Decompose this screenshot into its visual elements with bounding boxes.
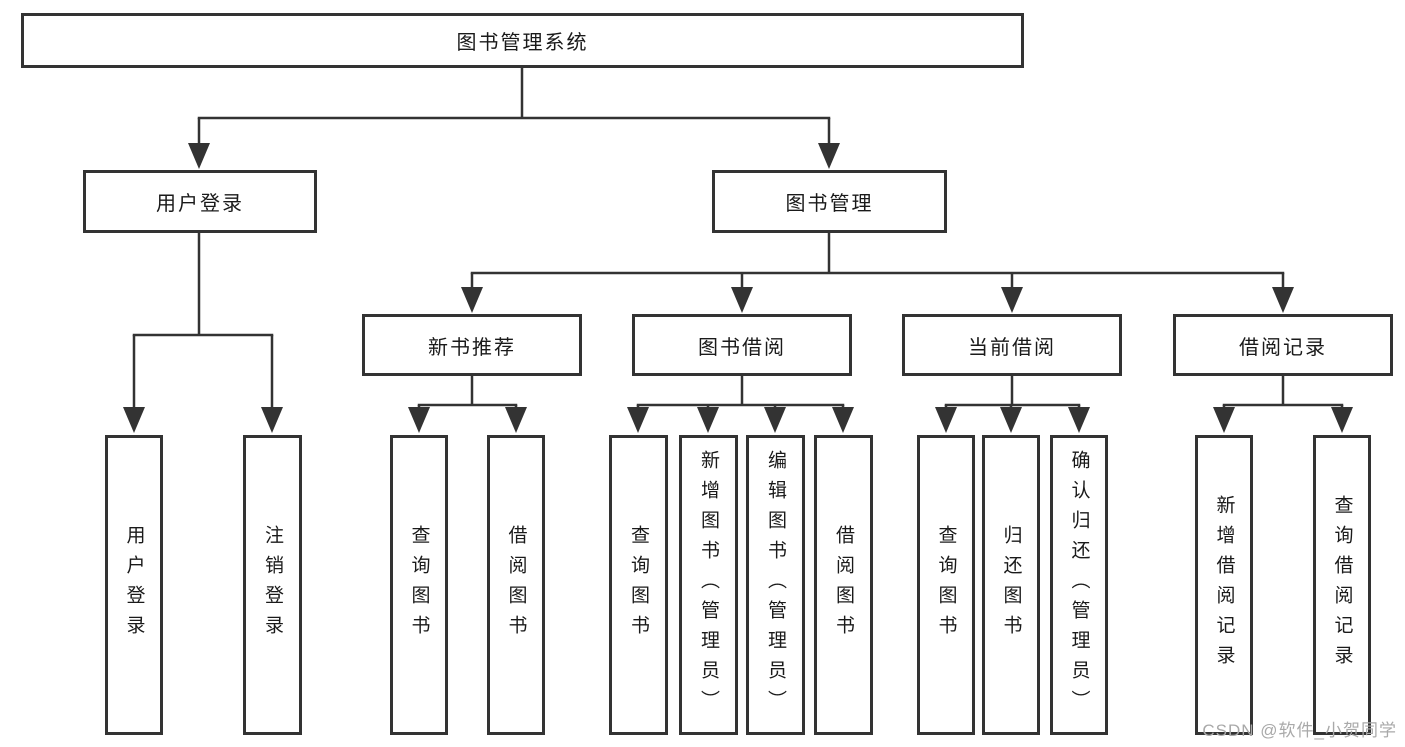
node-user-login: 用户登录 <box>83 170 317 233</box>
leaf-query-books-recommend: 查询图书 <box>390 435 448 735</box>
leaf-edit-book-admin: 编辑图书（管理员） <box>746 435 805 735</box>
leaf-return-book: 归还图书 <box>982 435 1040 735</box>
node-book-management: 图书管理 <box>712 170 947 233</box>
node-book-borrowing: 图书借阅 <box>632 314 852 376</box>
leaf-confirm-return-admin: 确认归还（管理员） <box>1050 435 1108 735</box>
node-library-system: 图书管理系统 <box>21 13 1024 68</box>
node-current-borrowing: 当前借阅 <box>902 314 1122 376</box>
leaf-add-borrow-record: 新增借阅记录 <box>1195 435 1253 735</box>
leaf-query-borrow-record: 查询借阅记录 <box>1313 435 1371 735</box>
leaf-user-login: 用户登录 <box>105 435 163 735</box>
leaf-query-books-borrowing: 查询图书 <box>609 435 668 735</box>
leaf-borrow-books-recommend: 借阅图书 <box>487 435 545 735</box>
node-borrowing-records: 借阅记录 <box>1173 314 1393 376</box>
leaf-borrow-books-borrowing: 借阅图书 <box>814 435 873 735</box>
watermark-text: CSDN @软件_小贺同学 <box>1202 721 1397 740</box>
node-new-book-recommendation: 新书推荐 <box>362 314 582 376</box>
leaf-query-books-current: 查询图书 <box>917 435 975 735</box>
leaf-add-book-admin: 新增图书（管理员） <box>679 435 738 735</box>
leaf-logout: 注销登录 <box>243 435 302 735</box>
